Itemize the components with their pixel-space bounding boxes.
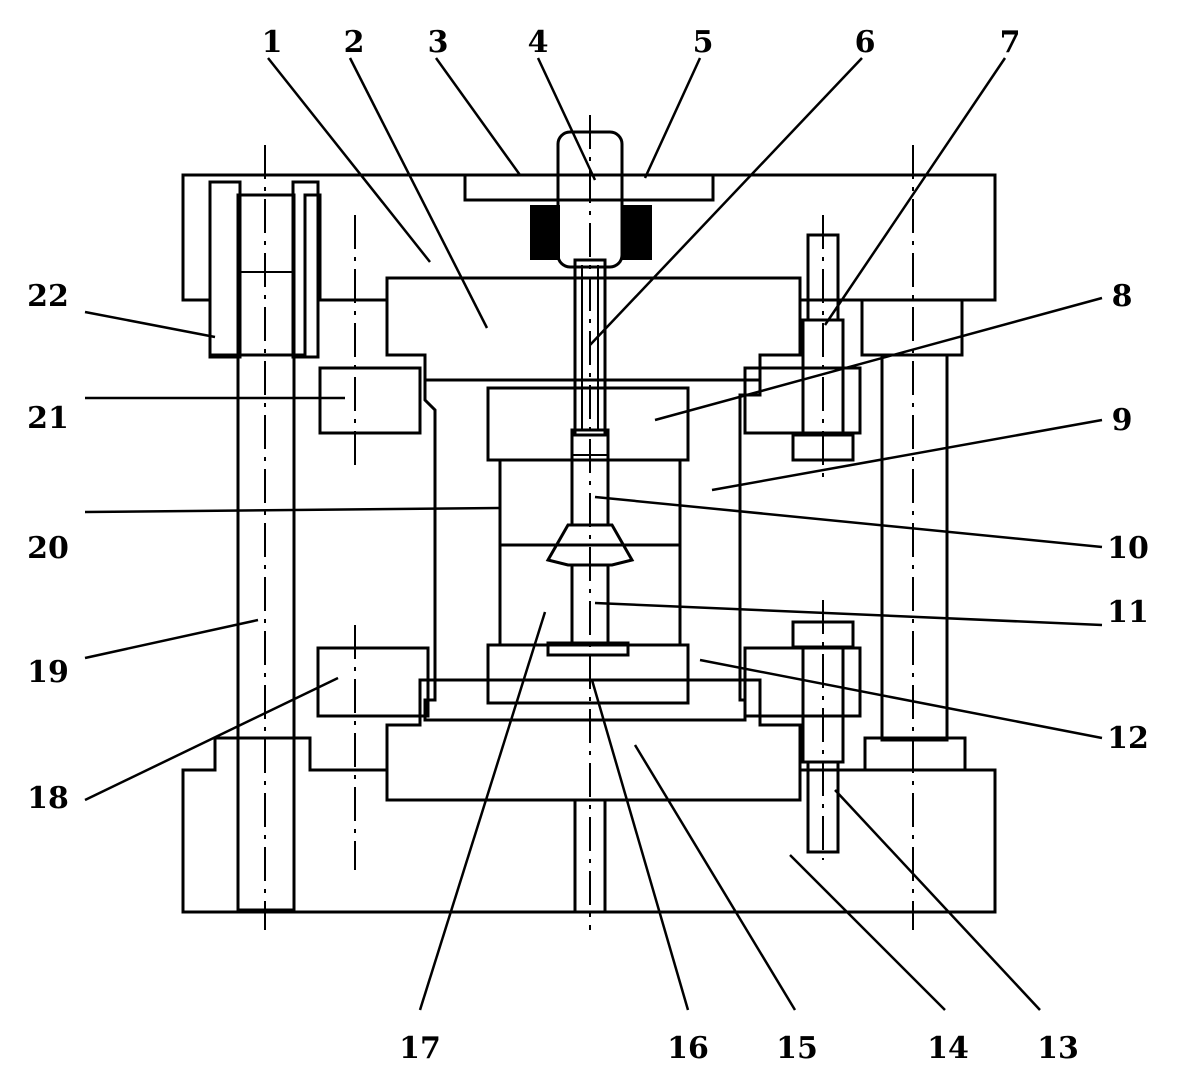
part-label-17: 17 xyxy=(399,1031,441,1066)
center-lines xyxy=(264,115,914,930)
part-label-11: 11 xyxy=(1107,595,1149,630)
die-sleeve xyxy=(423,378,762,722)
part-number-labels: 1 2 3 4 5 6 7 8 9 10 11 12 13 14 15 16 1… xyxy=(27,25,1149,1066)
part-label-9: 9 xyxy=(1112,403,1133,438)
part-label-1: 1 xyxy=(262,25,283,60)
part-label-20: 20 xyxy=(27,531,69,566)
leader-lines xyxy=(84,57,1103,1011)
part-label-13: 13 xyxy=(1037,1031,1079,1066)
lower-retaining-ring xyxy=(316,646,430,718)
part-label-16: 16 xyxy=(667,1031,709,1066)
part-label-2: 2 xyxy=(344,25,365,60)
part-label-6: 6 xyxy=(855,25,876,60)
part-label-3: 3 xyxy=(428,25,449,60)
part-label-4: 4 xyxy=(528,25,549,60)
part-label-21: 21 xyxy=(27,401,69,436)
part-label-7: 7 xyxy=(1000,25,1021,60)
part-label-22: 22 xyxy=(27,279,69,314)
ejector-rod xyxy=(573,258,607,437)
part-label-15: 15 xyxy=(776,1031,818,1066)
pad-plate xyxy=(546,641,630,657)
upper-punch-holder xyxy=(385,276,802,382)
right-guide-pillar xyxy=(860,298,967,772)
part-label-5: 5 xyxy=(693,25,714,60)
upper-retaining-ring xyxy=(318,366,422,435)
part-label-8: 8 xyxy=(1112,279,1133,314)
part-label-12: 12 xyxy=(1107,721,1149,756)
lower-die-holder xyxy=(385,678,802,802)
lower-pad xyxy=(486,643,690,705)
part-label-14: 14 xyxy=(927,1031,969,1066)
rubber-block-left xyxy=(530,205,560,260)
part-label-18: 18 xyxy=(27,781,69,816)
part-label-10: 10 xyxy=(1107,531,1149,566)
rubber-block-right xyxy=(622,205,652,260)
upper-insert-block xyxy=(486,386,690,462)
part-label-19: 19 xyxy=(27,655,69,690)
